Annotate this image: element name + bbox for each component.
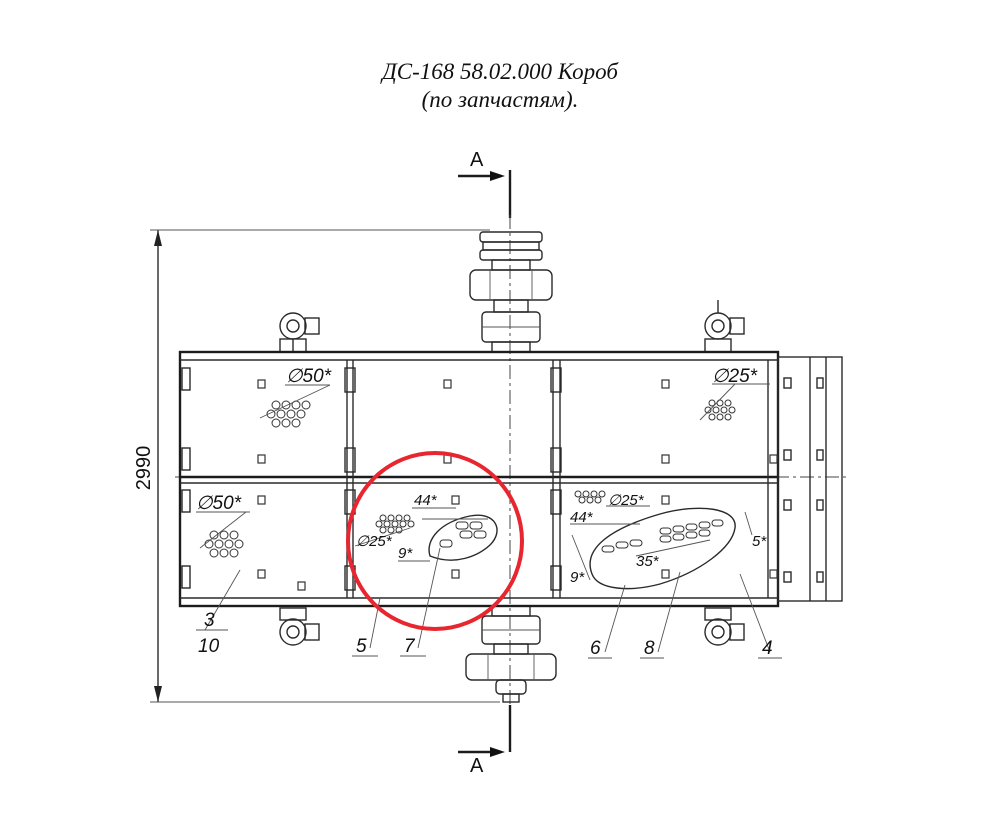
drawing-title: ДС-168 58.02.000 Короб (382, 59, 618, 84)
spring-support-bottom-right (704, 607, 745, 646)
overall-dimension: 2990 (133, 229, 500, 703)
part-number-4: 4 (762, 638, 773, 659)
hole-pattern-right-small (574, 490, 606, 504)
hole-pattern-mid (375, 514, 415, 534)
callout-44-right: 44* (570, 509, 594, 526)
discharge-extension (777, 356, 843, 602)
part-number-8: 8 (644, 638, 655, 659)
hole-pattern-bottom-left (204, 530, 244, 558)
part-number-5: 5 (356, 636, 367, 657)
dimension-2990: 2990 (133, 446, 155, 491)
part-number-10: 10 (198, 636, 220, 657)
callout-9-right: 9* (570, 569, 585, 586)
spring-support-bottom-left (279, 607, 320, 646)
bottom-pulley-assembly (465, 605, 557, 703)
spring-support-top-left (279, 312, 320, 353)
top-pulley-assembly (469, 231, 553, 353)
callout-d25-top: ∅25* (712, 366, 758, 387)
spring-support-top-right (704, 300, 745, 353)
highlight-circle (346, 451, 524, 631)
part-number-7: 7 (404, 636, 416, 657)
callout-5: 5* (752, 533, 767, 550)
callout-d25-mid: ∅25* (356, 533, 393, 550)
detail-outline-part7 (428, 514, 498, 561)
part-leaders (196, 547, 782, 659)
section-marker-top: А (458, 149, 512, 218)
callout-leaders (196, 383, 770, 581)
detail-outline-part6-8 (589, 507, 736, 590)
part-number-3: 3 (204, 610, 215, 631)
part-number-6: 6 (590, 638, 601, 659)
callout-35: 35* (636, 553, 660, 570)
section-label-bottom: А (470, 755, 484, 777)
callout-d25-right: ∅25* (608, 492, 645, 509)
bolts (257, 379, 778, 591)
box-body (178, 350, 780, 608)
section-label-top: А (470, 149, 484, 171)
section-marker-bottom: А (458, 705, 512, 777)
callout-9-mid: 9* (398, 545, 413, 562)
hole-pattern-top-right (704, 399, 736, 421)
drawing-subtitle: (по запчастям). (421, 87, 579, 112)
callout-d50-bottom: ∅50* (196, 493, 242, 514)
callout-d50-top: ∅50* (286, 366, 332, 387)
callout-44-mid: 44* (414, 492, 438, 509)
